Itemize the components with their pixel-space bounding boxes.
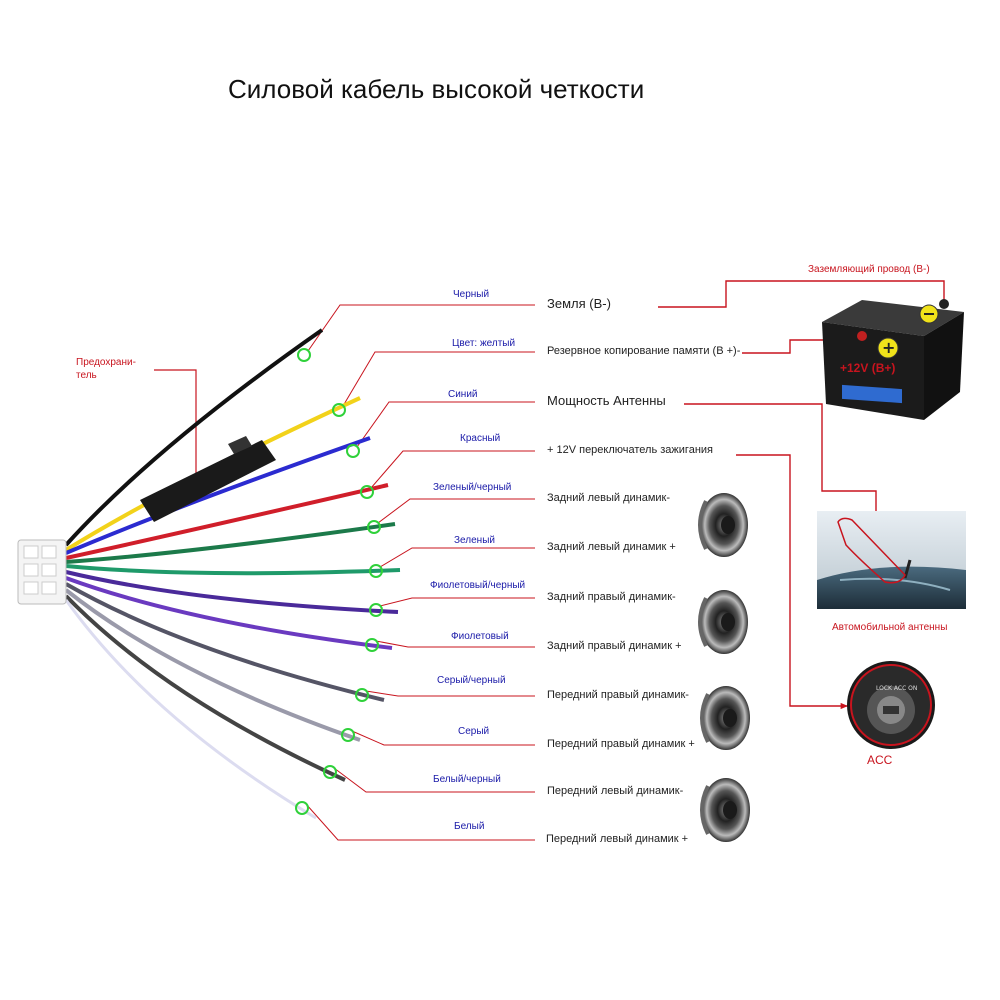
wire-5 [65, 522, 396, 564]
fuse-icon [140, 436, 276, 522]
wire-color-label: Фиолетовый [451, 631, 509, 642]
wire-color-label: Черный [453, 289, 490, 300]
wire-color-label: Зеленый [454, 535, 495, 546]
callout-lines [154, 280, 945, 841]
svg-text:+: + [882, 338, 895, 357]
wire-function-label: + 12V переключатель зажигания [545, 444, 715, 456]
wire-function-label: Задний левый динамик- [545, 492, 673, 504]
wire-color-label: Красный [460, 433, 501, 444]
wire-4 [65, 483, 389, 560]
wire-color-label: Серый/черный [437, 675, 506, 686]
callout-line-9 [365, 690, 535, 697]
ground-wire-label: Заземляющий провод (В-) [808, 264, 930, 275]
wire-1 [64, 328, 324, 547]
wire-function-label: Задний правый динамик- [545, 591, 678, 603]
speaker-icon [698, 493, 748, 557]
wire-9 [65, 582, 385, 702]
wire-10 [64, 588, 361, 742]
fuse-label: Предохрани-тель [70, 354, 154, 382]
callout-line-11 [333, 767, 535, 793]
wire-function-label: Передний правый динамик + [545, 738, 697, 750]
wire-marker-5 [367, 520, 381, 534]
callout-line-4 [370, 450, 535, 489]
wire-marker-2 [332, 403, 346, 417]
wire-11 [64, 594, 346, 782]
ignition-callout-line [736, 454, 848, 707]
wire-function-label: Резервное копирование памяти (В +)- [545, 345, 743, 357]
wire-marker-11 [323, 765, 337, 779]
callout-line-6 [379, 547, 535, 568]
battery-label: +12V (B+) [840, 361, 895, 375]
wire-color-label: Цвет: желтый [452, 338, 516, 349]
page-title: Силовой кабель высокой четкости [222, 70, 762, 108]
ground-callout-line [658, 280, 945, 308]
callout-line-5 [377, 498, 535, 524]
callout-line-8 [375, 640, 535, 648]
callout-line-10 [351, 730, 535, 746]
battery-icon: + +12V (B+) [822, 299, 964, 420]
wire-12 [64, 599, 317, 820]
wire-marker-3 [346, 444, 360, 458]
car-antenna-photo [817, 511, 966, 609]
wire-marker-6 [369, 564, 383, 578]
connector-plug-icon [17, 539, 67, 605]
callout-line-1 [307, 304, 535, 352]
callout-line-3 [356, 401, 535, 448]
antenna-callout-line [684, 403, 877, 536]
speaker-icon [698, 590, 748, 654]
wire-color-label: Серый [458, 726, 490, 737]
wire-3 [65, 436, 371, 555]
wire-color-label: Зеленый/черный [433, 482, 512, 493]
svg-text:LOCK ACC ON: LOCK ACC ON [876, 685, 917, 692]
wire-function-label: Передний левый динамик- [545, 785, 686, 797]
wire-marker-8 [365, 638, 379, 652]
callout-line-7 [379, 597, 535, 607]
wire-bundle [64, 328, 401, 820]
wire-8 [65, 576, 393, 650]
wire-marker-4 [360, 485, 374, 499]
wire-7 [65, 570, 399, 614]
wire-function-label: Передний правый динамик- [545, 689, 691, 701]
wire-function-label: Передний левый динамик + [544, 833, 691, 845]
callout-line-12 [305, 803, 535, 841]
ignition-switch-icon: LOCK ACC ON [847, 661, 935, 749]
wire-marker-12 [295, 801, 309, 815]
wire-6 [65, 564, 401, 576]
wire-marker-7 [369, 603, 383, 617]
wire-marker-10 [341, 728, 355, 742]
wire-markers [190, 348, 383, 815]
acc-label: ACC [867, 753, 893, 767]
callout-line-2 [342, 351, 535, 407]
wire-color-label: Белый [454, 821, 485, 832]
antenna-label: Автомобильной антенны [832, 622, 948, 633]
ignition-callout-line-arrowhead [840, 702, 848, 710]
wire-function-label: Земля (В-) [545, 296, 613, 311]
wire-function-label: Задний левый динамик + [545, 541, 678, 553]
wire-function-label: Задний правый динамик + [545, 640, 684, 652]
speaker-icon [700, 778, 750, 842]
wire-color-label: Синий [448, 389, 478, 400]
fuse-callout-line [154, 369, 197, 480]
wire-function-label: Мощность Антенны [545, 393, 668, 408]
wire-marker-9 [355, 688, 369, 702]
speaker-icon [700, 686, 750, 750]
wire-color-label: Белый/черный [433, 774, 501, 785]
wire-marker-1 [297, 348, 311, 362]
wire-color-label: Фиолетовый/черный [430, 580, 526, 591]
